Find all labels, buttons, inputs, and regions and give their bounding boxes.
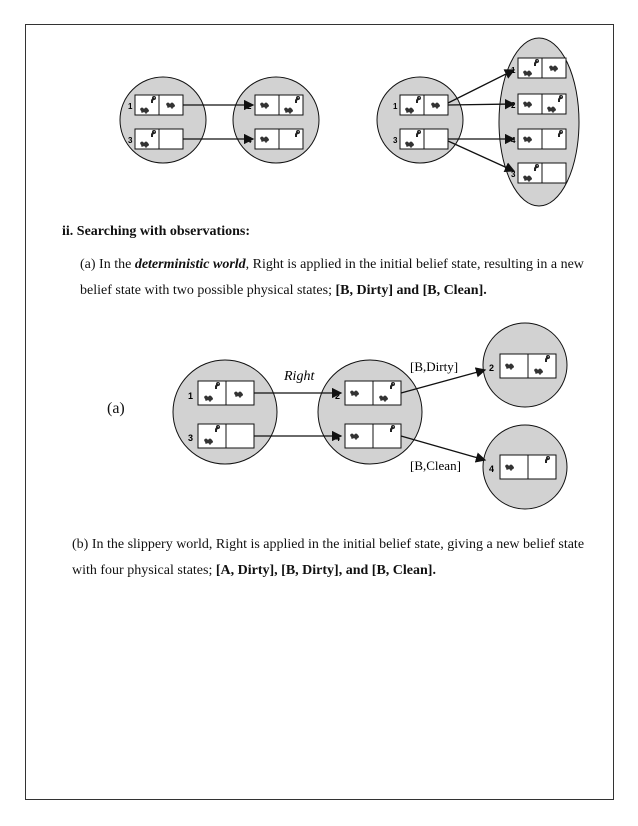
svg-text:4: 4: [511, 136, 516, 145]
percept-label-dirty: [B,Dirty]: [410, 359, 458, 374]
transition-arrow: [447, 140, 516, 172]
state-number: 4: [247, 136, 252, 145]
percept-label-clean: [B,Clean]: [410, 458, 461, 473]
paragraph-slippery: (b) In the slippery world, Right is appl…: [72, 532, 612, 584]
state-box-1: [399, 94, 449, 116]
para-a-states: [B, Dirty] and [B, Clean].: [335, 283, 487, 298]
svg-text:2: 2: [489, 363, 494, 373]
state-box-4: [254, 128, 304, 150]
section-heading: ii. Searching with observations:: [62, 224, 250, 239]
state-box-2: [517, 93, 567, 115]
state-box-3: [399, 128, 449, 150]
figure-label: (a): [107, 400, 125, 417]
state-box-1: [197, 380, 255, 406]
percept-arrow-clean: [400, 435, 487, 463]
state-box-1: [517, 57, 567, 79]
svg-text:1: 1: [393, 102, 398, 111]
svg-text:3: 3: [511, 170, 516, 179]
svg-text:3: 3: [393, 136, 398, 145]
state-number: 2: [247, 102, 252, 111]
state-box-2: [499, 353, 557, 379]
state-box-4: [517, 128, 567, 150]
svg-text:1: 1: [188, 391, 193, 401]
state-box-3: [134, 128, 184, 150]
svg-text:2: 2: [511, 101, 516, 110]
state-number: 3: [128, 136, 133, 145]
para-a-body: , Right is applied in the initial belief…: [80, 257, 584, 298]
state-box-2: [254, 94, 304, 116]
page-border: [25, 24, 614, 800]
para-b-states: [A, Dirty], [B, Dirty], and [B, Clean].: [215, 563, 436, 578]
paragraph-deterministic: (a) In the deterministic world, Right is…: [80, 252, 600, 304]
state-box-4: [344, 423, 402, 449]
state-box-1: [134, 94, 184, 116]
state-box-4: [499, 454, 557, 480]
para-b-body: (b) In the slippery world, Right is appl…: [72, 537, 585, 578]
para-a-prefix: (a) In the: [80, 257, 135, 272]
result-belief-circle-left: [232, 76, 320, 164]
state-box-3: [517, 162, 567, 184]
svg-text:4: 4: [489, 464, 494, 474]
transition-arrow: [447, 69, 516, 104]
percept-arrow-dirty: [400, 367, 487, 394]
state-box-3: [197, 423, 255, 449]
state-box-2: [344, 380, 402, 406]
action-label: Right: [283, 369, 315, 384]
svg-text:3: 3: [188, 433, 193, 443]
initial-belief-circle-left: [119, 76, 207, 164]
svg-text:4: 4: [335, 433, 340, 443]
transition-arrow: [447, 98, 516, 110]
state-number: 1: [128, 102, 133, 111]
para-a-emphasis: deterministic world: [134, 257, 246, 272]
initial-belief-circle-right: [376, 76, 464, 164]
